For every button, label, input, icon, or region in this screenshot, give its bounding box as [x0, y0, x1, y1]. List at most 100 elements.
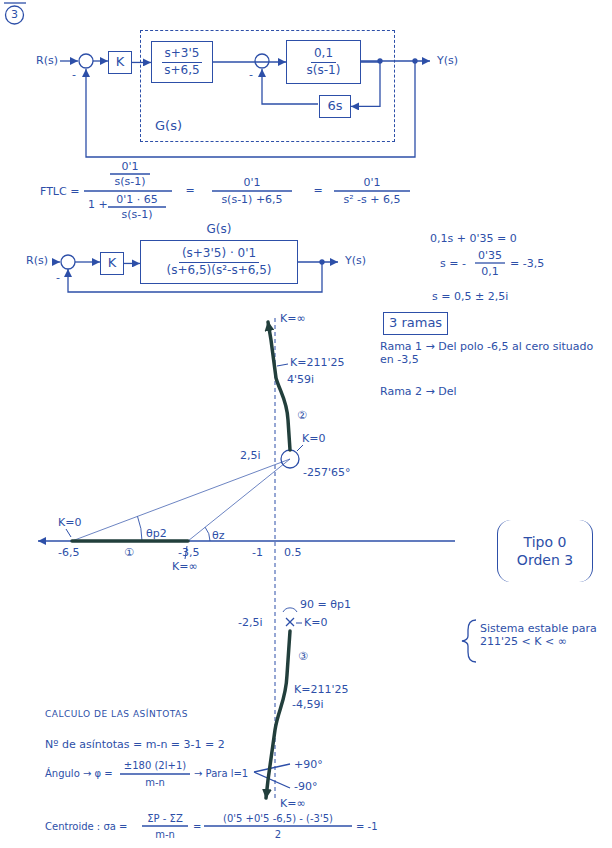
annotation-label: K=∞ [280, 797, 306, 810]
summing-junction [255, 54, 269, 68]
annotation-label: -6,5 [58, 546, 79, 559]
fraction-bar [110, 173, 150, 174]
annotation-label: FTLC = [40, 185, 79, 198]
annotation-label: 4'59i [287, 373, 314, 386]
annotation-label: ① [124, 546, 134, 559]
title-stroke [4, 2, 26, 3]
annotation-label: Centroide : σa = [45, 820, 127, 833]
signal-connector [124, 263, 140, 264]
annotation-label: θp2 [146, 527, 167, 540]
bracket-note: Tipo 0Orden 3 [497, 520, 593, 582]
locus-branch [268, 322, 290, 450]
annotation-label: (0'5 +0'5 -6,5) - (-3'5) [223, 812, 333, 825]
annotation-label: 1 + [88, 198, 108, 211]
gain-box: K [108, 51, 132, 74]
annotation-label: s(s-1) +6,5 [221, 193, 282, 206]
number-circle [6, 6, 24, 24]
annotation-label: Y(s) [345, 254, 366, 267]
gain-box: K [100, 252, 124, 275]
node-text: s(s-1) [307, 63, 341, 79]
annotation-label: 0'1 [363, 176, 380, 189]
signal-connector [132, 62, 151, 63]
angle-arc [283, 608, 297, 612]
leader-line [296, 623, 302, 624]
annotation-label: → Para l=1 [194, 767, 248, 780]
annotation-label: m-n [155, 828, 175, 841]
annotation-label: θz [212, 529, 225, 542]
node-text: 6s [327, 98, 342, 115]
leader-line [297, 445, 303, 451]
annotation-label: s² -s + 6,5 [343, 193, 400, 206]
fraction-bar [212, 190, 292, 191]
annotation-label: 0,1 [481, 265, 499, 278]
annotation-label: = [193, 820, 201, 833]
feedback-box: 6s [319, 95, 351, 118]
annotation-label: K=∞ [280, 312, 306, 325]
summing-junction [61, 255, 75, 269]
annotation-label: ±180 (2l+1) [124, 759, 186, 772]
node-text: K [116, 54, 125, 71]
transfer-box: 0,1s(s-1) [286, 40, 361, 84]
annotation-label: -90° [294, 780, 317, 793]
note-box: 3 ramas [383, 312, 448, 335]
fraction-bar [475, 262, 505, 263]
node-text: Orden 3 [517, 551, 573, 569]
annotation-label: 0'35 [478, 249, 502, 262]
bracket-line [254, 764, 290, 772]
annotation-label: K=0 [58, 516, 81, 529]
annotation-label: 0'1 [243, 176, 260, 189]
annotation-label: K=211'25 [294, 683, 348, 696]
node-text: G(s) [141, 222, 297, 238]
angle-arc [205, 527, 210, 541]
fraction-bar [84, 190, 172, 191]
transfer-box: s+3'5s+6,5 [151, 41, 213, 83]
annotation-label: Rama 2 → Del [380, 385, 457, 398]
annotation-label: - [249, 68, 253, 81]
annotation-label: -2,5i [238, 616, 263, 629]
annotation-label: -4,59i [292, 698, 324, 711]
annotation-label: 90 = θp1 [300, 598, 351, 611]
real-axis [38, 540, 455, 541]
annotation-label: s(s-1) [121, 208, 152, 221]
annotation-label: +90° [294, 758, 323, 771]
fraction-bar [334, 190, 410, 191]
bracket-line [254, 772, 290, 788]
annotation-label: Nº de asíntotas = m-n = 3-1 = 2 [45, 738, 225, 751]
pole-circle [281, 450, 299, 468]
annotation-label: = -1 [356, 820, 378, 833]
annotation-label: = -3,5 [510, 257, 544, 270]
annotation-label: s(s-1) [114, 175, 145, 188]
annotation-label: ΣP - ΣZ [147, 812, 182, 825]
annotation-label: 0,1s + 0'35 = 0 [430, 232, 517, 245]
signal-wire [93, 60, 108, 61]
angle-line [188, 459, 290, 541]
signal-wire [52, 261, 60, 262]
annotation-label: 0'1 · 65 [116, 193, 158, 206]
output-wire [298, 261, 338, 262]
annotation-label: R(s) [26, 254, 48, 267]
annotation-label: s = 0,5 ± 2,5i [432, 290, 508, 303]
annotation-label: ③ [298, 650, 308, 663]
annotation-label: 0'1 [121, 160, 138, 173]
annotation-label: Ángulo → φ = [45, 767, 113, 780]
transfer-box: G(s)(s+3'5) · 0'1(s+6,5)(s²-s+6,5) [140, 240, 298, 284]
leader-line [277, 364, 288, 366]
annotation-label: K=211'25 [290, 356, 344, 369]
annotation-label: s = - [440, 257, 466, 270]
annotation-label: - [56, 271, 60, 284]
fraction-bar [120, 773, 190, 774]
node-text: (s+3'5) · 0'1 [179, 246, 259, 263]
locus-branch [72, 539, 188, 543]
pole-mark [286, 618, 294, 626]
annotation-label: 0.5 [284, 546, 302, 559]
annotation-label: = [313, 184, 322, 197]
annotation-label: K=0 [302, 432, 325, 445]
annotation-label: Y(s) [437, 54, 458, 67]
signal-wire [75, 261, 100, 262]
annotation-label: m-n [145, 776, 165, 789]
annotation-label: 2,5i [240, 449, 261, 462]
fraction-bar [142, 825, 188, 826]
